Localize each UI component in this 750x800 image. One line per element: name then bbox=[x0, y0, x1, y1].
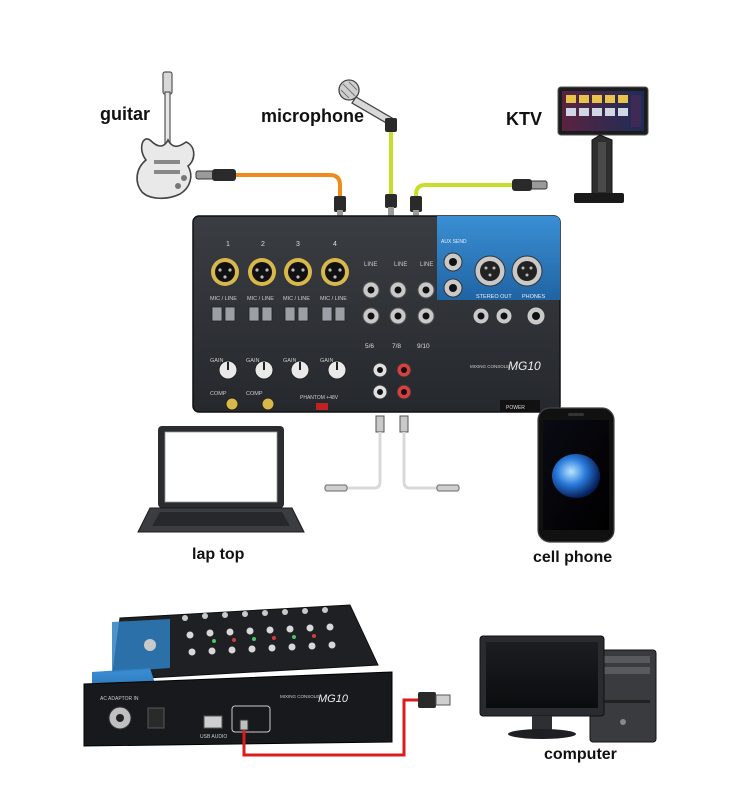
phones-label: PHONES bbox=[522, 294, 546, 300]
stereo-pair-label: 5/6 bbox=[365, 343, 374, 350]
gain-knobs bbox=[218, 360, 347, 380]
guitar-label: guitar bbox=[100, 104, 151, 124]
combo-jack-2 bbox=[248, 258, 276, 286]
power-label: POWER bbox=[506, 405, 525, 411]
mixer-subtitle: MIXING CONSOLE bbox=[280, 694, 319, 699]
mic-line-label: MIC / LINE bbox=[283, 296, 310, 302]
aux-send-label: AUX SEND bbox=[441, 239, 467, 245]
ktv-label: KTV bbox=[506, 109, 542, 129]
guitar-icon bbox=[136, 71, 195, 200]
stereo-out-label: STEREO OUT bbox=[476, 294, 512, 300]
microphone-cable bbox=[385, 118, 397, 217]
stereo-pair-label: 7/8 bbox=[392, 343, 401, 350]
laptop-label: lap top bbox=[192, 546, 245, 563]
combo-jack-3 bbox=[284, 258, 312, 286]
gain-label: GAIN bbox=[246, 358, 259, 364]
rca-cable bbox=[324, 415, 460, 492]
rca-jacks bbox=[372, 362, 412, 400]
gain-label: GAIN bbox=[283, 358, 296, 364]
ktv-machine-icon bbox=[557, 86, 649, 203]
guitar-cable bbox=[195, 169, 346, 218]
mixer-brand: MG10 bbox=[508, 359, 541, 373]
usb-audio-label: USB AUDIO bbox=[200, 734, 227, 740]
mic-line-label: MIC / LINE bbox=[210, 296, 237, 302]
mixer-brand: MG10 bbox=[318, 693, 349, 705]
mixer-back-view: AC ADAPTOR IN USB AUDIO MIXING CONSOLE M… bbox=[83, 604, 393, 747]
channel-number: 1 bbox=[226, 241, 230, 248]
computer-icon bbox=[479, 635, 657, 743]
comp-label: COMP bbox=[246, 391, 263, 397]
channel-number: 2 bbox=[261, 241, 265, 248]
gain-label: GAIN bbox=[320, 358, 333, 364]
mic-line-label: MIC / LINE bbox=[320, 296, 347, 302]
cell-phone-icon bbox=[537, 407, 615, 543]
xlr-outputs bbox=[474, 255, 543, 287]
mic-line-label: MIC / LINE bbox=[247, 296, 274, 302]
laptop-icon bbox=[137, 426, 305, 533]
channel-number: 4 bbox=[333, 241, 337, 248]
ktv-cable bbox=[410, 179, 548, 218]
line-label: LINE bbox=[364, 262, 377, 268]
combo-jack-4 bbox=[321, 258, 349, 286]
stereo-pair-label: 9/10 bbox=[417, 343, 430, 350]
cell-phone-label: cell phone bbox=[533, 549, 613, 566]
channel-number: 3 bbox=[296, 241, 300, 248]
ac-adaptor-label: AC ADAPTOR IN bbox=[100, 696, 139, 702]
microphone-label: microphone bbox=[261, 106, 365, 126]
mixer-subtitle: MIXING CONSOLE bbox=[470, 364, 509, 369]
phantom-label: PHANTOM +48V bbox=[300, 395, 339, 401]
combo-jack-1 bbox=[211, 258, 239, 286]
usb-cable bbox=[239, 692, 451, 757]
mixer-top-view: 1 2 3 4 MIC / LINE MIC / LINE MIC / LINE… bbox=[192, 215, 561, 413]
gain-label: GAIN bbox=[210, 358, 223, 364]
line-label: LINE bbox=[420, 262, 433, 268]
comp-label: COMP bbox=[210, 391, 227, 397]
line-label: LINE bbox=[394, 262, 407, 268]
computer-label: computer bbox=[544, 746, 617, 763]
